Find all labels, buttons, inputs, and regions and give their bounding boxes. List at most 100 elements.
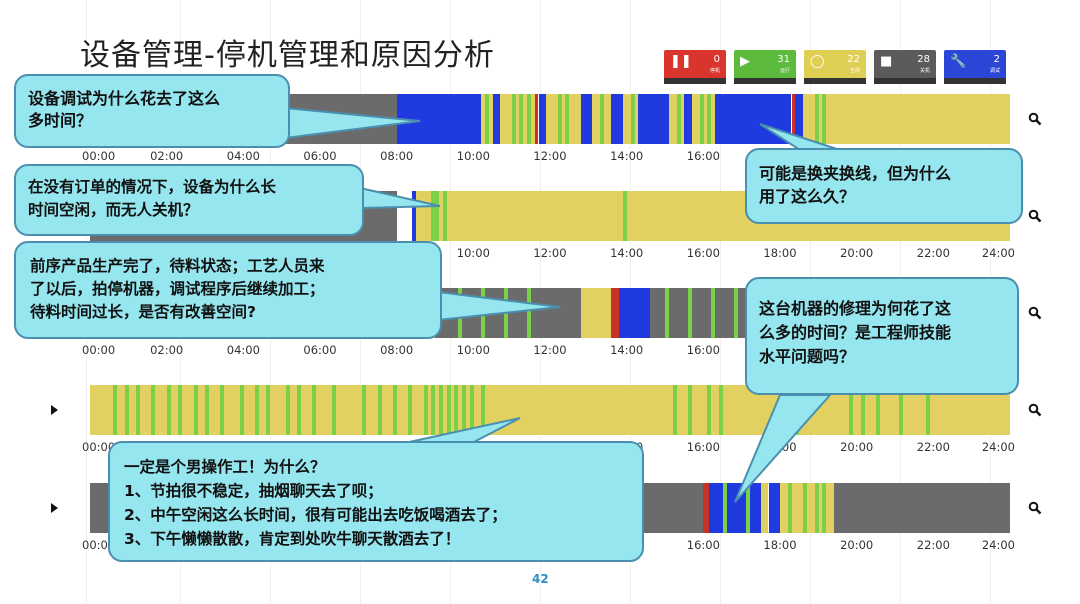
- running-tick: [875, 385, 880, 435]
- time-tick-label: 24:00: [981, 538, 1015, 552]
- running-tick: [136, 385, 140, 435]
- search-icon[interactable]: [1028, 403, 1042, 417]
- time-tick-label: 10:00: [456, 149, 490, 163]
- time-tick-label: 22:00: [916, 538, 950, 552]
- time-tick-label: 12:00: [533, 149, 567, 163]
- time-tick-label: 20:00: [840, 440, 874, 454]
- running-tick: [860, 385, 865, 435]
- timeline-segment: [534, 94, 539, 144]
- callout-waiting-material: 前序产品生产完了，待料状态；工艺人员来 了以后，拍停机器，调试程序后继续加工； …: [14, 241, 442, 339]
- timeline-segment: [580, 94, 593, 144]
- time-tick-label: 10:00: [456, 246, 490, 260]
- callout-idle-no-shutdown: 在没有订单的情况下，设备为什么长 时间空闲，而无人关机？: [14, 164, 364, 236]
- time-tick-label: 18:00: [763, 538, 797, 552]
- running-tick: [312, 385, 317, 435]
- status-tile-debug[interactable]: 🔧 2 调试: [944, 50, 1006, 84]
- running-tick: [688, 288, 692, 338]
- running-tick: [822, 94, 827, 144]
- status-tile-running[interactable]: ▶ 31 运行: [734, 50, 796, 84]
- running-tick: [519, 94, 524, 144]
- callout-debug-time: 设备调试为什么花去了这么 多时间？: [14, 74, 290, 148]
- timeline-segment: [760, 483, 769, 533]
- time-tick-label: 04:00: [226, 149, 260, 163]
- time-tick-label: 18:00: [763, 246, 797, 260]
- running-tick: [672, 385, 677, 435]
- search-icon[interactable]: [1028, 209, 1042, 223]
- time-tick-label: 16:00: [686, 538, 720, 552]
- status-tile-off[interactable]: ■ 28 关机: [874, 50, 936, 84]
- running-tick: [599, 94, 604, 144]
- running-tick: [362, 385, 367, 435]
- expand-row-icon[interactable]: [51, 503, 58, 513]
- status-tile-idle[interactable]: ◯ 22 空闲: [804, 50, 866, 84]
- running-tick: [285, 385, 290, 435]
- time-tick-label: 10:00: [456, 343, 490, 357]
- running-tick: [707, 94, 712, 144]
- running-tick: [722, 483, 727, 533]
- time-tick-label: 24:00: [981, 440, 1015, 454]
- time-tick-label: 14:00: [610, 343, 644, 357]
- timeline-segment: [803, 94, 1010, 144]
- time-tick-label: 00:00: [82, 149, 116, 163]
- time-tick-label: 08:00: [380, 343, 414, 357]
- running-tick: [205, 385, 209, 435]
- running-tick: [699, 94, 704, 144]
- time-tick-label: 24:00: [981, 246, 1015, 260]
- callout-repair-time: 这台机器的修理为何花了这 么多的时间？是工程师技能 水平问题吗？: [745, 277, 1019, 395]
- running-tick: [193, 385, 198, 435]
- time-tick-label: 08:00: [380, 149, 414, 163]
- timeline-segment: [492, 94, 501, 144]
- running-tick: [814, 483, 819, 533]
- expand-row-icon[interactable]: [51, 405, 58, 415]
- running-tick: [557, 94, 562, 144]
- time-tick-label: 06:00: [303, 343, 337, 357]
- running-tick: [814, 94, 819, 144]
- running-tick: [254, 385, 259, 435]
- timeline-segment: [412, 191, 416, 241]
- status-label: 停机: [709, 68, 720, 74]
- running-tick: [392, 385, 397, 435]
- search-icon[interactable]: [1028, 112, 1042, 126]
- callout-operator-analysis: 一定是个男操作工！为什么？ 1、节拍很不稳定，抽烟聊天去了呗； 2、中午空闲这么…: [108, 441, 644, 562]
- time-tick-label: 02:00: [150, 343, 184, 357]
- time-tick-label: 06:00: [303, 149, 337, 163]
- running-tick: [220, 385, 225, 435]
- running-tick: [849, 385, 853, 435]
- timeline-segment: [791, 94, 796, 144]
- running-tick: [630, 94, 635, 144]
- time-tick-label: 00:00: [82, 343, 116, 357]
- time-tick-label: 20:00: [840, 538, 874, 552]
- page-number: 42: [532, 572, 549, 586]
- running-tick: [787, 483, 792, 533]
- running-tick: [431, 191, 436, 241]
- search-icon[interactable]: [1028, 501, 1042, 515]
- time-tick-label: 02:00: [150, 149, 184, 163]
- callout-changeover: 可能是换夹换线，但为什么 用了这么久？: [745, 148, 1023, 224]
- status-tile-stopped[interactable]: ❚❚ 0 停机: [664, 50, 726, 84]
- timeline-segment: [833, 483, 1010, 533]
- time-tick-label: 12:00: [533, 246, 567, 260]
- running-tick: [469, 385, 474, 435]
- time-tick-label: 16:00: [686, 149, 720, 163]
- running-tick: [446, 385, 451, 435]
- time-tick-label: 04:00: [226, 343, 260, 357]
- timeline-segment: [709, 483, 761, 533]
- search-icon[interactable]: [1028, 306, 1042, 320]
- running-tick: [565, 94, 570, 144]
- status-label: 运行: [779, 68, 790, 74]
- timeline-segment: [538, 94, 547, 144]
- timeline-segment: [580, 288, 612, 338]
- running-tick: [435, 191, 439, 241]
- time-tick-label: 16:00: [686, 246, 720, 260]
- running-tick: [734, 288, 738, 338]
- running-tick: [408, 385, 413, 435]
- running-tick: [527, 94, 531, 144]
- timeline-segment: [768, 483, 780, 533]
- time-tick-label: 16:00: [686, 440, 720, 454]
- status-label: 关机: [919, 68, 930, 74]
- time-tick-label: 14:00: [610, 246, 644, 260]
- running-tick: [898, 385, 903, 435]
- timeline-segment: [611, 94, 623, 144]
- timeline-segment: [546, 94, 581, 144]
- running-tick: [511, 94, 516, 144]
